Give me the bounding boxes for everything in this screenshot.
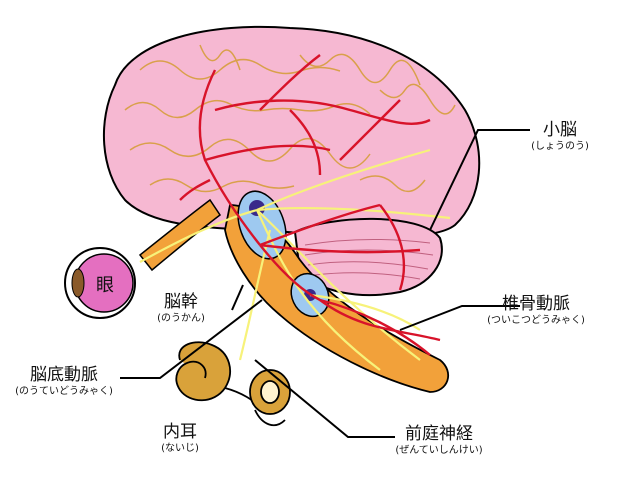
vestibular-nerve-label-sub: (ぜんていしんけい)	[395, 445, 483, 456]
optic-stalk	[138, 198, 222, 272]
inner-ear	[175, 341, 291, 427]
brainstem-label-sub: (のうかん)	[157, 313, 205, 324]
cerebellum-label-sub: (しょうのう)	[531, 141, 589, 152]
vertebral-artery-label-sub: (ついこつどうみゃく)	[487, 315, 585, 326]
leader-lines	[120, 129, 530, 438]
vertebral-artery-label-main: 椎骨動脈	[502, 294, 570, 314]
brainstem-label: 脳幹 (のうかん)	[150, 292, 212, 325]
cerebrum	[102, 25, 481, 238]
inner-ear-label-main: 内耳	[163, 422, 197, 442]
inner-ear-label: 内耳 (ないじ)	[150, 422, 210, 455]
inner-ear-label-sub: (ないじ)	[161, 443, 199, 454]
basilar-artery-label-main: 脳底動脈	[30, 365, 98, 385]
basilar-artery-label-sub: (のうていどうみゃく)	[15, 386, 113, 397]
cerebellum-folia	[304, 238, 434, 280]
cerebellum-label-main: 小脳	[543, 120, 577, 140]
vestibular-nerve-label-main: 前庭神経	[405, 424, 473, 444]
nerve-fibers	[139, 148, 451, 371]
brainstem-label-main: 脳幹	[164, 292, 198, 312]
basilar-artery-label: 脳底動脈 (のうていどうみゃく)	[8, 365, 120, 398]
cerebellum	[293, 217, 443, 297]
vertebral-artery-label: 椎骨動脈 (ついこつどうみゃく)	[476, 294, 596, 327]
arteries	[179, 54, 441, 356]
eye-label: 眼	[96, 275, 114, 296]
eye	[64, 247, 136, 319]
cerebellum-label: 小脳 (しょうのう)	[530, 120, 590, 153]
vestibular-nerve-label: 前庭神経 (ぜんていしんけい)	[380, 424, 498, 457]
